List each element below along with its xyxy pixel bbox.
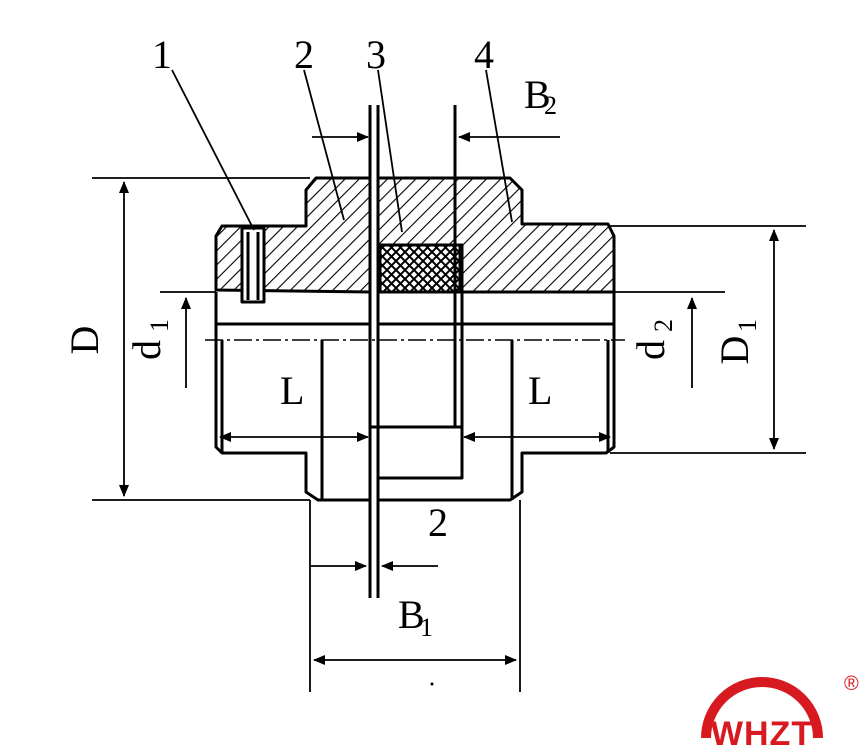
elastic-element bbox=[378, 243, 462, 294]
part-label-3: 3 bbox=[366, 32, 386, 77]
dim-d1: d bbox=[124, 340, 169, 360]
registered-mark: ® bbox=[844, 673, 859, 695]
part-label-4: 4 bbox=[474, 32, 494, 77]
dim-D1: D bbox=[712, 336, 757, 365]
part-label-1: 1 bbox=[152, 32, 172, 77]
dim-B2-sub: 2 bbox=[544, 91, 557, 120]
left-hub-section bbox=[214, 176, 372, 294]
part-label-2: 2 bbox=[294, 32, 314, 77]
logo-text: WHZT bbox=[711, 715, 813, 745]
dim-d2: d bbox=[628, 340, 673, 360]
dim-L-left: L bbox=[280, 368, 304, 413]
dim-d2-sub: 2 bbox=[649, 319, 678, 332]
right-hub-lower bbox=[378, 292, 616, 502]
dim-L-right: L bbox=[528, 368, 552, 413]
dim-B2: B bbox=[524, 72, 551, 117]
dim-D: D bbox=[62, 326, 107, 355]
dim-gap: 2 bbox=[428, 500, 448, 545]
left-hub-lower bbox=[214, 292, 370, 502]
dim-D1-sub: 1 bbox=[733, 319, 762, 332]
dim-B1-sub: 1 bbox=[420, 613, 433, 642]
dim-d1-sub: 1 bbox=[145, 319, 174, 332]
dim-B1: B bbox=[398, 592, 425, 637]
whzt-logo: WHZT ® bbox=[701, 673, 859, 745]
set-screw bbox=[240, 226, 266, 304]
